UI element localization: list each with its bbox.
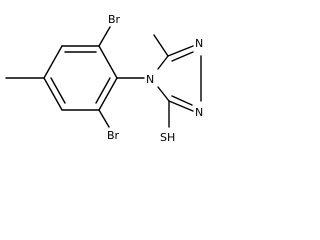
bond-c4-c5 (43, 77, 63, 111)
bromine-top-label: Br (108, 13, 121, 26)
bond-n4-c5 (157, 55, 169, 70)
bond-c6-c1 (98, 77, 118, 111)
bond-n2-c3 (168, 100, 194, 112)
double-bond-c4-c5 (50, 77, 66, 104)
thiol-sh-label: SH (160, 131, 175, 144)
triazole-n2-label: N (195, 106, 203, 119)
bond-c5-n1 (167, 45, 194, 57)
molecule-structure: Br Br N N N SH (5, 13, 203, 144)
triazole-n4-label: N (146, 73, 154, 86)
bond-c3-n4 (157, 86, 170, 102)
double-bond-n2-c3 (171, 95, 193, 106)
triazole-n1-label: N (195, 37, 203, 50)
benzene-ring (43, 45, 118, 111)
bond-c5-methyl (153, 34, 169, 57)
bond-c3-c4 (43, 45, 63, 79)
triazole-ring (157, 45, 202, 112)
bond-c6-br-bottom (98, 109, 110, 128)
bond-c1-c2 (98, 45, 118, 79)
double-bond-c5-n1 (171, 51, 194, 62)
bromine-bottom-label: Br (107, 129, 120, 142)
bond-c2-br-top (98, 26, 111, 47)
structure-canvas: Br Br N N N SH (0, 0, 232, 155)
double-bond-c6-c1 (95, 77, 111, 104)
